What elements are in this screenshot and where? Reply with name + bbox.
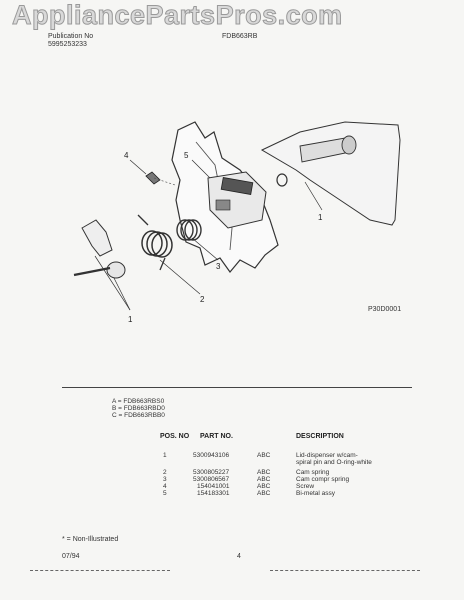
- row-pos: 2: [163, 469, 167, 476]
- footer-rule-left: [30, 570, 170, 571]
- model-legend-c: C = FDB663RBB0: [112, 412, 165, 419]
- exploded-parts-diagram: 4 5 1 3 2 1 P30D0001: [73, 121, 401, 324]
- table-top-rule: [62, 387, 412, 388]
- callout-5: 5: [184, 151, 189, 160]
- row-description: Cam compr spring: [296, 476, 350, 483]
- callout-4: 4: [124, 151, 129, 160]
- row-models: ABC: [257, 483, 271, 490]
- cam-compr-spring-part: [176, 219, 202, 241]
- o-ring-part: [276, 173, 288, 187]
- row-models: ABC: [257, 490, 271, 497]
- revision-date: 07/94: [62, 553, 80, 560]
- spiral-pin-part: [73, 266, 111, 277]
- callout-3: 3: [216, 262, 221, 271]
- model-legend-a: A = FDB663RBS0: [112, 398, 165, 405]
- row-part-number: 5300943106: [193, 452, 230, 459]
- row-description: Cam spring: [296, 469, 330, 476]
- footer-rule-right: [270, 570, 420, 571]
- row-description: Lid-dispenser w/cam-: [296, 452, 358, 459]
- row-part-number: 154041001: [197, 483, 230, 490]
- cam-part: [81, 219, 113, 257]
- model-legend: A = FDB663RBS0 B = FDB663RBD0 C = FDB663…: [112, 398, 165, 419]
- shaft-arm-part: [260, 121, 401, 226]
- row-models: ABC: [257, 476, 271, 483]
- row-pos: 1: [163, 452, 167, 459]
- model-legend-b: B = FDB663RBD0: [112, 405, 165, 412]
- row-part-number: 5300805227: [193, 469, 230, 476]
- screw-part: [145, 171, 161, 185]
- callout-1-cam: 1: [128, 315, 133, 324]
- cam-spring-part: [137, 214, 173, 271]
- non-illustrated-note: * = Non-Illustrated: [62, 536, 119, 543]
- publication-number: 5995253233: [48, 41, 87, 48]
- callout-1-shaft: 1: [318, 213, 323, 222]
- figure-id: P30D0001: [368, 306, 401, 313]
- publication-label: Publication No: [48, 33, 94, 40]
- row-pos: 3: [163, 476, 167, 483]
- row-description: Screw: [296, 483, 315, 490]
- column-header-description: DESCRIPTION: [296, 433, 344, 440]
- row-part-number: 5300806567: [193, 476, 230, 483]
- row-pos: 4: [163, 483, 167, 490]
- row-models: ABC: [257, 469, 271, 476]
- watermark-logo: AppliancePartsPros.com: [12, 0, 343, 31]
- row-description-line2: spiral pin and O-ring-white: [296, 459, 372, 466]
- row-pos: 5: [163, 490, 167, 497]
- page-number: 4: [237, 553, 241, 560]
- row-part-number: 154183301: [197, 490, 230, 497]
- model-header: FDB663RB: [222, 33, 258, 40]
- column-header-part: PART NO.: [200, 433, 233, 440]
- callout-2: 2: [200, 295, 205, 304]
- row-description: Bi-metal assy: [296, 490, 336, 497]
- column-header-pos: POS. NO: [160, 433, 190, 440]
- row-models: ABC: [257, 452, 271, 459]
